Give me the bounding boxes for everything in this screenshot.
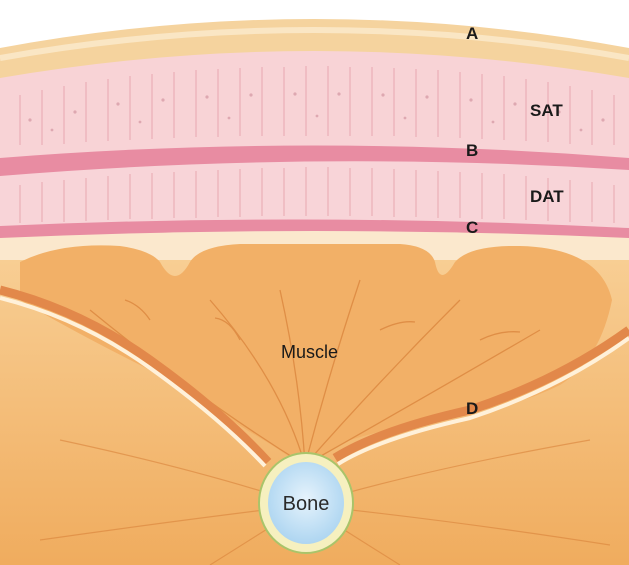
- label-c: C: [466, 218, 478, 237]
- label-bone: Bone: [283, 493, 330, 515]
- label-sat: SAT: [530, 101, 563, 120]
- label-a: A: [466, 24, 478, 43]
- label-dat: DAT: [530, 187, 564, 206]
- label-muscle: Muscle: [281, 342, 338, 362]
- label-b: B: [466, 141, 478, 160]
- label-d: D: [466, 399, 478, 418]
